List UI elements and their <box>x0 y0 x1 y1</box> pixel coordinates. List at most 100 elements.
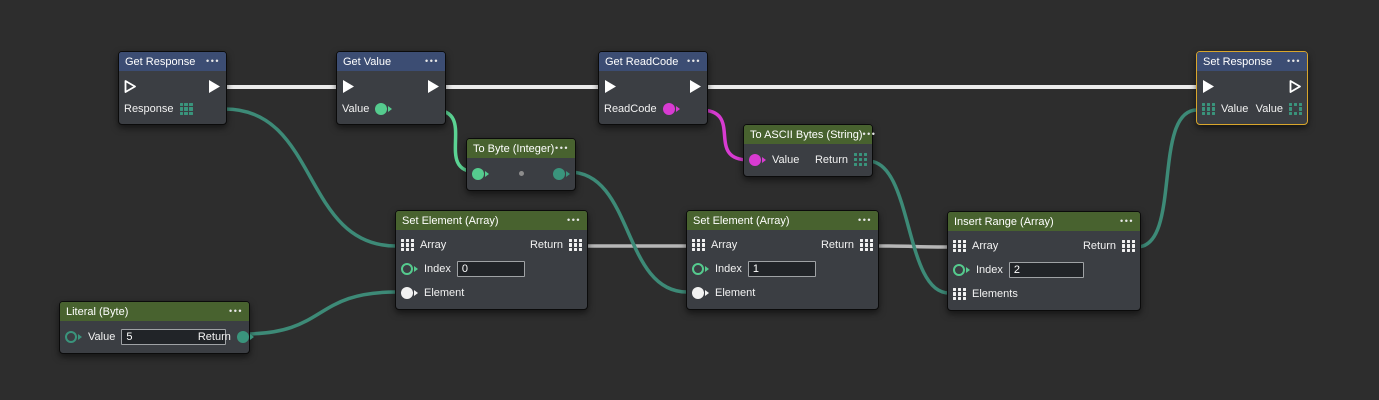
node-menu-icon[interactable]: ••• <box>1120 216 1134 226</box>
node-row: Array Return <box>396 233 587 257</box>
exec-out-pin[interactable] <box>1289 79 1302 94</box>
readcode-pin[interactable] <box>662 103 680 115</box>
node-menu-icon[interactable]: ••• <box>687 56 701 66</box>
return-pin[interactable] <box>569 238 582 252</box>
node-menu-icon[interactable]: ••• <box>425 56 439 66</box>
node-row: Response <box>119 98 226 120</box>
node-header[interactable]: Set Element (Array) ••• <box>687 211 878 230</box>
value-input[interactable] <box>121 328 227 345</box>
return-pin[interactable] <box>860 238 873 252</box>
left-pin-group: Index <box>953 262 1084 278</box>
wire-to-ascii-bytes.return-to-insert-range.elements <box>866 159 951 295</box>
node-header[interactable]: Set Element (Array)••• <box>396 211 587 230</box>
node-menu-icon[interactable]: ••• <box>567 215 581 225</box>
node-header[interactable]: Get Value••• <box>337 52 445 71</box>
get-value-node[interactable]: Get Value••• Value <box>336 51 446 125</box>
right-pin-group: Value <box>342 103 393 115</box>
exec-in-pin[interactable] <box>124 79 137 94</box>
value-label: Value <box>342 103 370 115</box>
node-body: ArrayReturnIndexElement <box>687 230 878 309</box>
node-title: Set Element (Array) <box>693 214 790 227</box>
return-pin[interactable] <box>1122 239 1135 253</box>
node-header[interactable]: Insert Range (Array) ••• <box>948 212 1140 231</box>
value-out-pin[interactable] <box>1289 102 1302 116</box>
node-menu-icon[interactable]: ••• <box>858 215 872 225</box>
left-pin-group: Array <box>953 239 998 253</box>
exec-in-pin[interactable] <box>1202 79 1215 94</box>
output-pin[interactable] <box>553 167 570 180</box>
node-header[interactable]: Literal (Byte) ••• <box>60 302 249 321</box>
index-pin[interactable] <box>953 264 970 276</box>
left-pin-group: Element <box>401 287 464 299</box>
elements-label: Elements <box>972 288 1018 300</box>
node-header[interactable]: To Byte (Integer)••• <box>467 139 575 158</box>
insert-range-node[interactable]: Insert Range (Array) ••• Array ReturnIndexE… <box>947 211 1141 311</box>
index-pin[interactable] <box>692 263 709 275</box>
node-row: Index <box>687 257 878 281</box>
set-element-2-node[interactable]: Set Element (Array)•••ArrayReturnIndexEl… <box>686 210 879 310</box>
left-pin-group: Value <box>1202 102 1248 116</box>
node-menu-icon[interactable]: ••• <box>555 143 569 153</box>
return-label: Return <box>820 239 854 251</box>
exec-in-pin[interactable] <box>342 79 355 94</box>
index-pin[interactable] <box>401 263 418 275</box>
return-label: Return <box>529 239 563 251</box>
get-readcode-node[interactable]: Get ReadCode ••• ReadCode <box>598 51 708 125</box>
index-input[interactable] <box>747 261 816 277</box>
node-title: Insert Range (Array) <box>954 215 1054 228</box>
wire-to-byte.output-to-set-element-2.element <box>567 170 689 294</box>
set-element-1-node[interactable]: Set Element (Array)•••ArrayReturnIndexEl… <box>395 210 588 310</box>
node-title: Get ReadCode <box>605 55 679 68</box>
node-menu-icon[interactable]: ••• <box>206 56 220 66</box>
get-response-node[interactable]: Get Response••• Response <box>118 51 227 125</box>
element-label: Element <box>715 287 756 299</box>
node-header[interactable]: Set Response••• <box>1197 52 1307 71</box>
array-pin[interactable] <box>692 238 705 252</box>
node-menu-icon[interactable]: ••• <box>1287 56 1301 66</box>
node-row: Element <box>687 281 878 305</box>
exec-out-pin[interactable] <box>427 79 440 94</box>
index-input[interactable] <box>1008 262 1084 278</box>
exec-out-pin[interactable] <box>208 79 221 94</box>
input-pin[interactable] <box>472 167 489 180</box>
node-menu-icon[interactable]: ••• <box>229 306 243 316</box>
index-label: Index <box>715 263 742 275</box>
node-title: Literal (Byte) <box>66 305 129 318</box>
node-header[interactable]: Get ReadCode ••• <box>599 52 707 71</box>
return-pin[interactable] <box>854 153 867 166</box>
response-pin[interactable] <box>179 102 193 116</box>
center-pin-group <box>518 171 524 176</box>
value-pin[interactable] <box>375 103 393 115</box>
node-menu-icon[interactable]: ••• <box>862 129 877 139</box>
right-pin-group: ReadCode <box>604 103 680 115</box>
right-pin-group: Return <box>1083 239 1135 253</box>
node-body <box>467 158 575 190</box>
index-input[interactable] <box>456 261 525 277</box>
right-pin-group <box>1289 79 1302 94</box>
node-row: Element <box>396 281 587 305</box>
element-pin[interactable] <box>692 287 709 299</box>
return-pin[interactable] <box>236 330 254 343</box>
array-pin[interactable] <box>401 238 414 252</box>
array-pin[interactable] <box>953 239 966 253</box>
exec-in-pin[interactable] <box>604 79 617 94</box>
left-pin-group <box>604 79 617 94</box>
to-byte-node[interactable]: To Byte (Integer)••• <box>466 138 576 191</box>
value-label: Value <box>772 153 800 166</box>
node-header[interactable]: Get Response••• <box>119 52 226 71</box>
exec-out-pin[interactable] <box>689 79 702 94</box>
node-header[interactable]: To ASCII Bytes (String)••• <box>744 125 875 144</box>
return-label: Return <box>197 330 231 343</box>
value-in-pin[interactable] <box>65 330 82 343</box>
element-pin[interactable] <box>401 287 418 299</box>
left-pin-group: Array <box>401 238 446 252</box>
elements-pin[interactable] <box>953 287 966 301</box>
value-in-pin[interactable] <box>1202 102 1215 116</box>
value-pin[interactable] <box>749 153 766 166</box>
